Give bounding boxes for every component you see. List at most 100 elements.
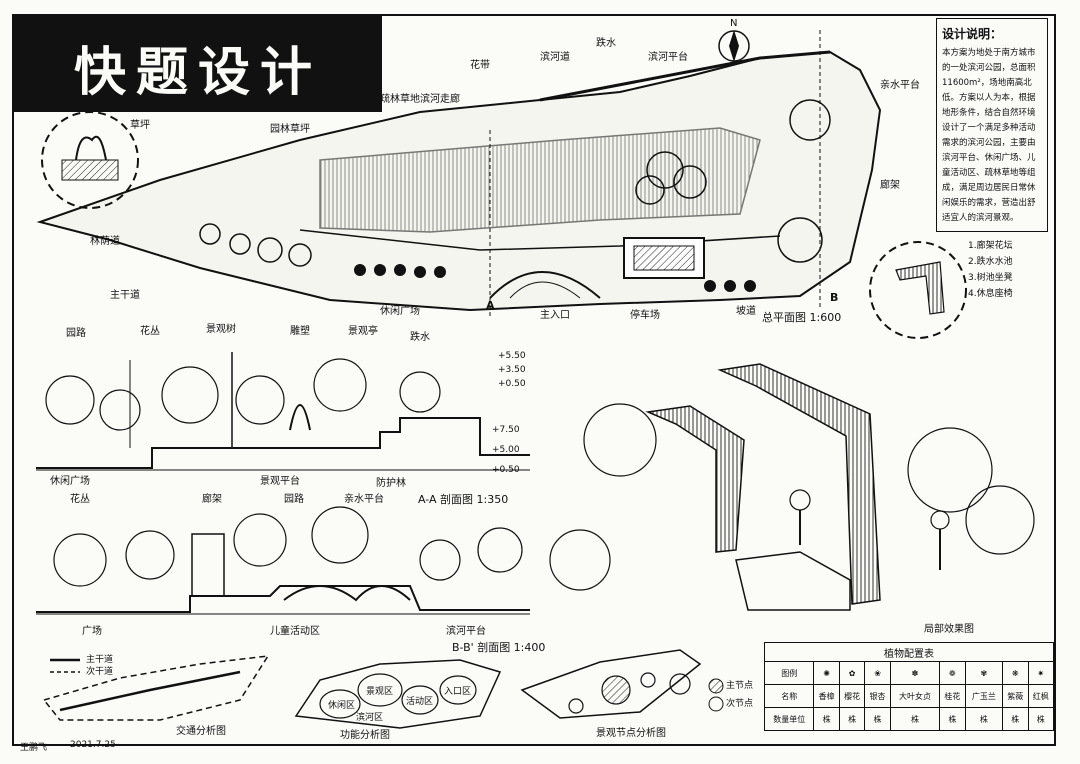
section-a-label-2: 花丛 <box>140 326 160 337</box>
section-a-bottom-1: 休闲广场 <box>50 476 90 487</box>
section-b-label-2: 廊架 <box>202 494 222 505</box>
design-notes: 设计说明： 本方案为地处于南方城市的一处滨河公园，总面积11600m²，场地南高… <box>936 18 1048 232</box>
legend-head-symbol: 图例 <box>763 661 815 685</box>
section-b <box>36 506 530 615</box>
section-a-height-2: +5.00 <box>492 445 520 455</box>
detail-circle-left <box>41 111 139 209</box>
function-zone-4: 入口区 <box>444 687 472 697</box>
legend-name-4: 大叶女贞 <box>889 684 941 708</box>
function-analysis-title: 功能分析图 <box>340 730 390 741</box>
legend-name-8: 红枫 <box>1027 684 1054 708</box>
plan-elev-3: +0.50 <box>498 379 526 389</box>
plan-elev-1: +5.50 <box>498 351 526 361</box>
detail-circle-right <box>869 241 967 339</box>
section-mark-b: B <box>830 291 839 304</box>
node-analysis-title: 景观节点分析图 <box>596 728 666 739</box>
section-b-bottom-2: 儿童活动区 <box>270 626 320 637</box>
node-legend-1: 主节点 <box>726 681 754 691</box>
plan-label-ramp: 坡道 <box>736 306 756 317</box>
plan-label-pavilion: 廊架 <box>880 180 900 191</box>
plan-label-park-grass: 园林草坪 <box>270 124 310 135</box>
plan-label-flower: 花带 <box>470 60 490 71</box>
detail-annotation-2: 2.跌水水池 <box>968 257 1013 267</box>
north-arrow <box>718 30 750 62</box>
plan-elev-2: +3.50 <box>498 365 526 375</box>
section-a-label-5: 景观亭 <box>348 326 378 337</box>
legend-symbol-8: ✷ <box>1027 661 1054 685</box>
legend-symbol-2: ✿ <box>838 661 866 685</box>
section-mark-a: A <box>486 299 495 312</box>
banner-title: 快题设计 <box>73 43 322 103</box>
section-a-bottom-2: 景观平台 <box>260 476 300 487</box>
legend-unit-3: 株 <box>864 707 891 731</box>
legend-head-unit: 数量单位 <box>763 707 815 731</box>
function-analysis <box>294 659 502 729</box>
function-zone-2: 景观区 <box>366 687 394 697</box>
node-analysis <box>520 649 724 719</box>
design-notes-body: 本方案为地处于南方城市的一处滨河公园，总面积11600m²，场地南高北低。方案以… <box>942 48 1036 223</box>
legend-unit-7: 株 <box>1002 707 1029 731</box>
legend-unit-8: 株 <box>1027 707 1054 731</box>
legend-name-6: 广玉兰 <box>964 684 1004 708</box>
plant-legend-table: 植物配置表 图例 ✺ ✿ ❀ ✽ ❁ ✾ ❋ ✷ 名称 香樟 樱花 银杏 大叶女… <box>763 642 1054 731</box>
legend-symbol-3: ❀ <box>864 661 891 685</box>
section-b-bottom-3: 滨河平台 <box>446 626 486 637</box>
node-legend-2: 次节点 <box>726 699 754 709</box>
traffic-legend-1: 主干道 <box>86 655 114 665</box>
legend-name-2: 樱花 <box>838 684 866 708</box>
design-notes-title: 设计说明： <box>942 27 1003 41</box>
plan-label-river-walk: 滨河走廊 <box>420 94 460 105</box>
legend-symbol-1: ✺ <box>813 661 840 685</box>
plan-label-drop: 跌水 <box>596 38 616 49</box>
legend-name-7: 紫薇 <box>1002 684 1029 708</box>
plan-label-sunken: 疏林草地 <box>380 94 420 105</box>
function-zone-1: 休闲区 <box>328 701 356 711</box>
traffic-analysis <box>42 655 270 721</box>
plant-legend-row-units: 数量单位 株 株 株 株 株 株 株 株 <box>763 707 1054 731</box>
section-a-label-1: 园路 <box>66 328 86 339</box>
sheet-frame <box>12 14 1056 746</box>
legend-symbol-6: ✾ <box>964 661 1004 685</box>
legend-name-5: 桂花 <box>939 684 966 708</box>
detail-annotation-4: 4.休息座椅 <box>968 289 1013 299</box>
detail-annotation-3: 3.树池坐凳 <box>968 273 1013 283</box>
signature-date: 2021.7.25 <box>70 740 116 750</box>
legend-name-1: 香樟 <box>813 684 840 708</box>
section-b-bottom-1: 广场 <box>82 626 102 637</box>
legend-name-3: 银杏 <box>864 684 891 708</box>
title-banner: 快题设计 <box>14 16 382 112</box>
section-a-height-1: +7.50 <box>492 425 520 435</box>
section-b-label-5: 防护林 <box>376 478 406 489</box>
plant-legend-row-symbols: 图例 ✺ ✿ ❀ ✽ ❁ ✾ ❋ ✷ <box>763 661 1054 685</box>
section-a-label-6: 跌水 <box>410 332 430 343</box>
plan-label-tree-lane: 林荫道 <box>90 236 120 247</box>
north-label: N <box>730 18 738 29</box>
site-plan <box>36 30 882 318</box>
plan-label-plaza: 休闲广场 <box>380 306 420 317</box>
perspective-sketch <box>549 363 1035 611</box>
legend-unit-4: 株 <box>889 707 941 731</box>
plan-label-lawn: 草坪 <box>130 120 150 131</box>
function-zone-3: 活动区 <box>406 697 434 707</box>
traffic-analysis-title: 交通分析图 <box>176 726 226 737</box>
section-a-label-3: 景观树 <box>206 324 236 335</box>
function-zone-5: 滨河区 <box>356 713 384 723</box>
detail-annotation-1: 1.廊架花坛 <box>968 241 1013 251</box>
section-a-label-4: 雕塑 <box>290 326 310 337</box>
legend-unit-6: 株 <box>964 707 1004 731</box>
section-b-label-3: 园路 <box>284 494 304 505</box>
plan-label-entrance: 主入口 <box>540 310 570 321</box>
traffic-legend-2: 次干道 <box>86 667 114 677</box>
plan-label-river-platform: 滨河平台 <box>648 52 688 63</box>
signature-name: 王鹏飞 <box>20 743 48 753</box>
legend-symbol-7: ❋ <box>1002 661 1029 685</box>
plan-scale-title: 总平面图 1:600 <box>762 311 842 324</box>
plan-label-viewing: 亲水平台 <box>880 80 920 91</box>
perspective-label: 局部效果图 <box>924 624 974 635</box>
plan-label-parking: 停车场 <box>630 310 660 321</box>
legend-symbol-4: ✽ <box>889 661 941 685</box>
plan-label-bund-road: 滨河道 <box>540 52 570 63</box>
section-a <box>36 352 530 471</box>
